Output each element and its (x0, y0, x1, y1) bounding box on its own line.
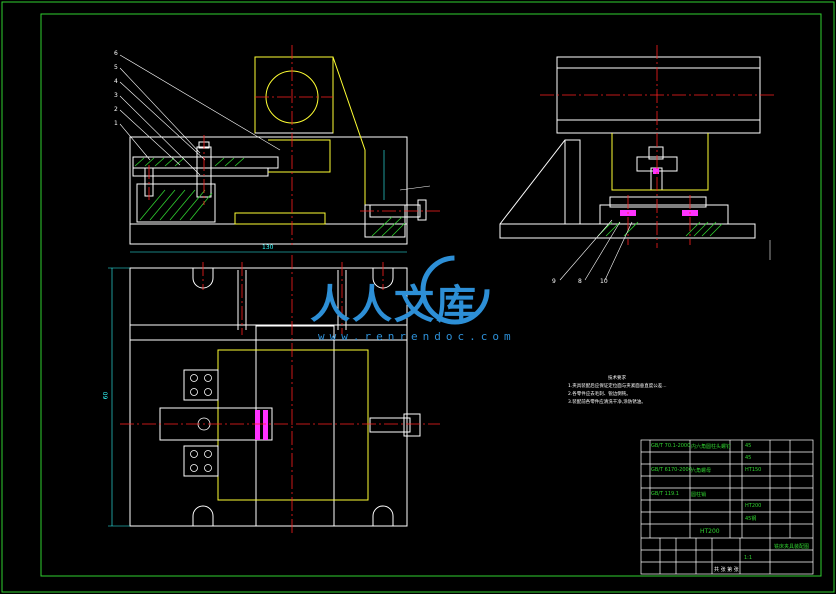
top-view-holes (190, 374, 212, 472)
notes-heading: 技术要求 (608, 376, 626, 381)
tb-sheet: 共 张 第 张 (714, 567, 739, 573)
side-view (499, 56, 761, 239)
title-block (640, 439, 814, 575)
watermark: 人人文库 www.renrendoc.com (310, 250, 540, 350)
dimension-width: 130 (262, 244, 274, 251)
notes-line: 1.夹具装配后应保证定位面与夹紧面垂直度公差... (568, 384, 667, 389)
callout-label: 9 (552, 278, 556, 285)
front-view (129, 56, 427, 245)
top-view-dimension (108, 267, 130, 527)
front-dimension (130, 150, 407, 253)
front-centerlines (148, 45, 440, 245)
dimension-height: 60 (102, 391, 110, 400)
top-view-slots (192, 268, 394, 526)
tb-scale: 1:1 (744, 555, 753, 561)
top-view (129, 267, 421, 527)
front-hatch (134, 157, 406, 237)
front-leaders (119, 54, 431, 191)
callout-label: 8 (578, 278, 582, 285)
part-label: 2 (114, 106, 118, 113)
watermark-chinese: 人人文库 (310, 281, 478, 328)
tb-material: 45 (745, 455, 752, 461)
tb-code: GB/T 119.1 (651, 491, 679, 497)
technical-notes: 技术要求 1.夹具装配后应保证定位面与夹紧面垂直度公差... 2.各零件应去毛刺… (568, 375, 667, 407)
tb-name: 六角螺母 (691, 468, 712, 474)
tb-material: 45 (745, 443, 752, 449)
tb-name: 圆柱销 (691, 492, 707, 498)
callout-label: 10 (600, 278, 608, 285)
tb-material: HT150 (745, 467, 762, 473)
tb-material-mark: HT200 (700, 528, 720, 535)
watermark-url: www.renrendoc.com (318, 330, 516, 343)
part-label: 1 (114, 120, 118, 127)
tb-material: HT200 (745, 503, 762, 509)
side-centerlines (540, 45, 775, 248)
notes-line: 2.各零件应去毛刺、锐边倒钝。 (568, 392, 631, 397)
part-label: 6 (114, 50, 118, 57)
tb-drawing-title: 铣床夹具装配图 (774, 544, 810, 550)
part-label: 5 (114, 64, 118, 71)
notes-line: 3.装配前各零件应清洗干净,涂防锈油。 (568, 400, 646, 405)
side-leaders (559, 219, 771, 281)
tb-material: 45钢 (745, 516, 757, 522)
tb-code: GB/T 6170-2000 (651, 467, 692, 473)
top-view-centerlines (120, 255, 440, 535)
watermark-logo-icon (420, 255, 490, 325)
inner-frame (40, 13, 822, 577)
tb-name: 内六角圆柱头螺钉 (691, 444, 732, 450)
part-label: 4 (114, 78, 118, 85)
tb-code: GB/T 70.1-2000 (651, 443, 691, 449)
side-magenta (620, 168, 698, 216)
part-label: 3 (114, 92, 118, 99)
top-view-magenta (255, 410, 268, 440)
